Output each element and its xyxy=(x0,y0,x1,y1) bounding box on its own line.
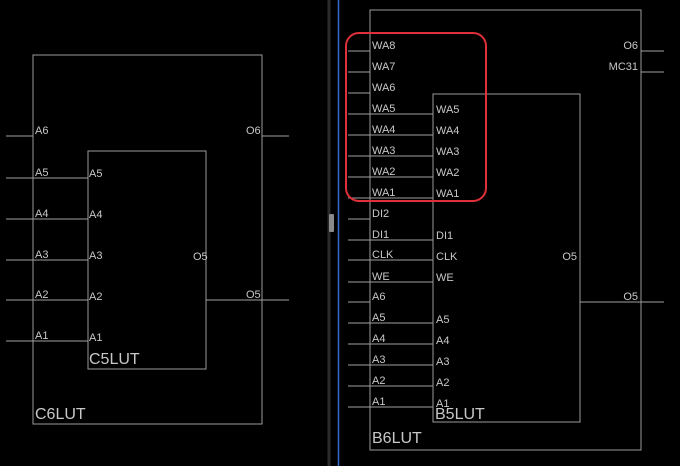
c6lut-pin-o5: O5 xyxy=(246,289,261,301)
c6lut-block xyxy=(32,54,263,425)
c6lut-pin-a3: A3 xyxy=(35,249,48,261)
b5lut-pin-wa2: WA2 xyxy=(436,167,459,179)
b6lut-pin-a5: A5 xyxy=(372,312,385,324)
c6lut-pin-a2: A2 xyxy=(35,289,48,301)
b6lut-pin-a3: A3 xyxy=(372,354,385,366)
b5lut-pin-wa3: WA3 xyxy=(436,146,459,158)
b6lut-pin-mc31: MC31 xyxy=(609,61,638,73)
b6lut-pin-wa5: WA5 xyxy=(372,103,395,115)
b5lut-pin-wa5: WA5 xyxy=(436,104,459,116)
b6lut-pin-wa3: WA3 xyxy=(372,145,395,157)
b6lut-pin-we: WE xyxy=(372,271,390,283)
right-panel: WA8 WA7 WA6 WA5 WA4 WA3 WA2 WA1 DI2 DI1 … xyxy=(345,9,664,451)
b5lut-pin-a2: A2 xyxy=(436,377,449,389)
b6lut-pin-clk: CLK xyxy=(372,249,394,261)
wa-pins-highlight xyxy=(345,32,487,202)
b5lut-pin-a5: A5 xyxy=(436,314,449,326)
b5lut-pin-we: WE xyxy=(436,272,454,284)
b5lut-block xyxy=(432,93,581,423)
c6lut-label: C6LUT xyxy=(35,406,86,423)
splitter-handle[interactable] xyxy=(329,214,334,232)
b5lut-pin-wa1: WA1 xyxy=(436,188,459,200)
c5lut-pin-a2: A2 xyxy=(89,291,102,303)
b5lut-pin-o5: O5 xyxy=(562,251,577,263)
c5lut-pin-a1: A1 xyxy=(89,332,102,344)
b6lut-pin-o6: O6 xyxy=(623,40,638,52)
b6lut-pin-wa8: WA8 xyxy=(372,40,395,52)
b5lut-pin-wa4: WA4 xyxy=(436,125,459,137)
b5lut-pin-a3: A3 xyxy=(436,356,449,368)
left-panel: A6 A5 A4 A3 A2 A1 A5 A4 A3 A2 A1 O6 O5 O… xyxy=(6,54,289,425)
c6lut-pin-a4: A4 xyxy=(35,208,48,220)
b6lut-pin-wa4: WA4 xyxy=(372,124,395,136)
c5lut-pin-a3: A3 xyxy=(89,250,102,262)
c6lut-pin-a1: A1 xyxy=(35,330,48,342)
b6lut-pin-di1: DI1 xyxy=(372,229,389,241)
c6lut-pin-a6: A6 xyxy=(35,125,48,137)
c5lut-pin-a4: A4 xyxy=(89,209,102,221)
b6lut-pin-o5: O5 xyxy=(623,291,638,303)
b6lut-pin-wa1: WA1 xyxy=(372,187,395,199)
b5lut-pin-clk: CLK xyxy=(436,251,458,263)
b5lut-pin-a4: A4 xyxy=(436,335,449,347)
b5lut-pin-a1: A1 xyxy=(436,398,449,410)
b6lut-pin-a4: A4 xyxy=(372,333,385,345)
b6lut-pin-a6: A6 xyxy=(372,291,385,303)
b5lut-label: B5LUT xyxy=(435,406,485,423)
b6lut-pin-wa7: WA7 xyxy=(372,61,395,73)
c5lut-label: C5LUT xyxy=(89,351,140,368)
b6lut-pin-a1: A1 xyxy=(372,396,385,408)
panel-divider[interactable] xyxy=(327,0,340,466)
b6lut-block xyxy=(369,9,642,451)
b6lut-pin-a2: A2 xyxy=(372,375,385,387)
c6lut-pin-o6: O6 xyxy=(246,125,261,137)
b6lut-pin-wa6: WA6 xyxy=(372,82,395,94)
c5lut-pin-o5: O5 xyxy=(193,251,208,263)
b5lut-pin-di1: DI1 xyxy=(436,230,453,242)
b6lut-pin-di2: DI2 xyxy=(372,208,389,220)
c6lut-pin-a5: A5 xyxy=(35,167,48,179)
b6lut-pin-wa2: WA2 xyxy=(372,166,395,178)
b6lut-label: B6LUT xyxy=(372,430,422,447)
c5lut-pin-a5: A5 xyxy=(89,168,102,180)
